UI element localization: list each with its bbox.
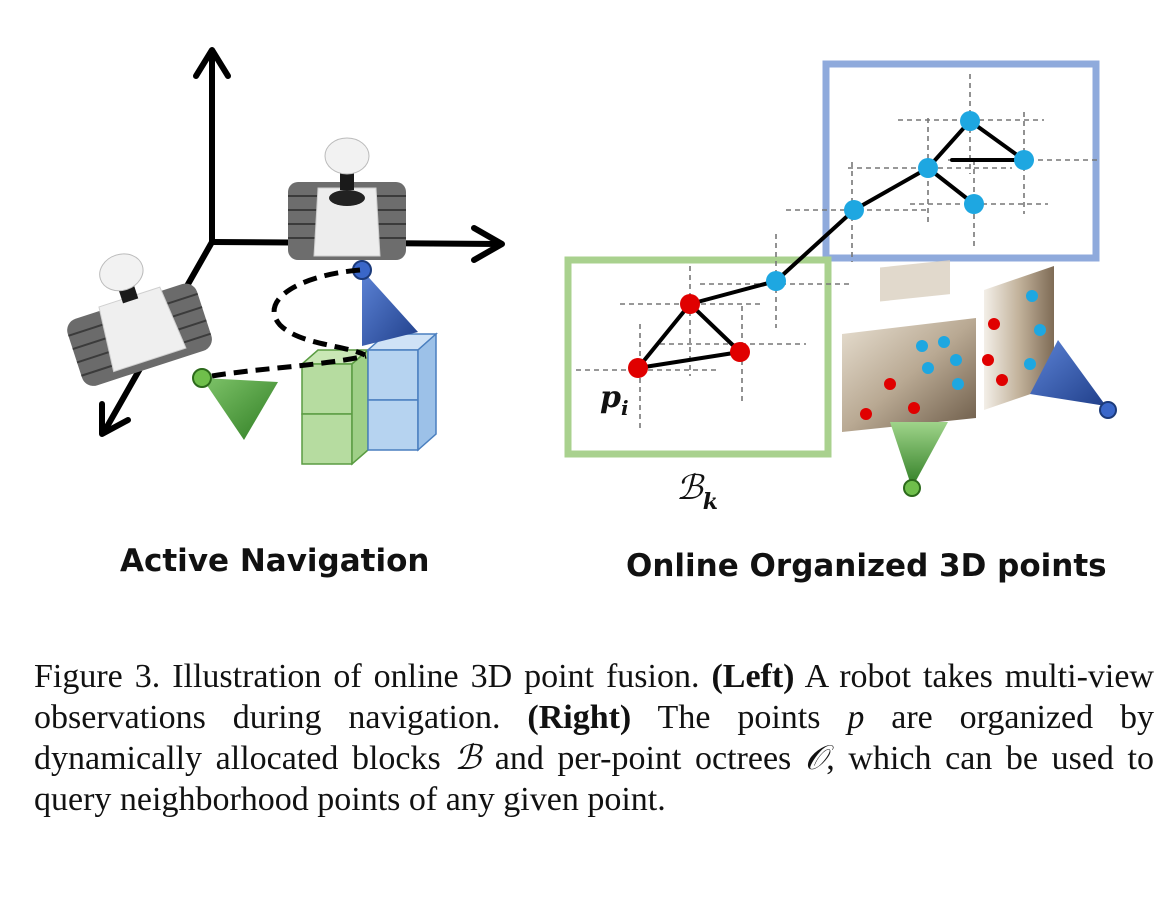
trajectory <box>211 267 367 379</box>
block-blue <box>822 60 1100 262</box>
cyan-points <box>766 111 1034 291</box>
point-pi <box>628 358 648 378</box>
right-panel-label: Online Organized 3D points <box>626 548 1107 584</box>
red-point <box>730 342 750 362</box>
cyan-point <box>960 111 980 131</box>
red-points <box>628 294 750 378</box>
camera-cone-green-right <box>890 422 948 497</box>
robot-upper <box>288 137 406 260</box>
figure-caption: Figure 3. Illustration of online 3D poin… <box>34 658 1155 818</box>
left-panel-label: Active Navigation <box>120 543 430 579</box>
cyan-point <box>766 271 786 291</box>
block-label: ℬk <box>676 468 718 515</box>
block-green <box>564 256 832 458</box>
cyan-point <box>844 200 864 220</box>
graph-edges <box>636 119 1026 370</box>
voxel-cubes <box>300 332 438 466</box>
cyan-point <box>964 194 984 214</box>
figure-illustration <box>67 47 1117 497</box>
red-point <box>680 294 700 314</box>
observation-image-2 <box>982 266 1054 410</box>
camera-cone-blue-right <box>1030 340 1117 419</box>
cyan-point <box>918 158 938 178</box>
cyan-point <box>1014 150 1034 170</box>
camera-cone-green <box>192 368 278 440</box>
point-label: pi <box>600 380 629 420</box>
robot-lower <box>67 253 212 386</box>
camera-cone-blue <box>352 260 418 346</box>
observation-image-1 <box>842 260 976 432</box>
